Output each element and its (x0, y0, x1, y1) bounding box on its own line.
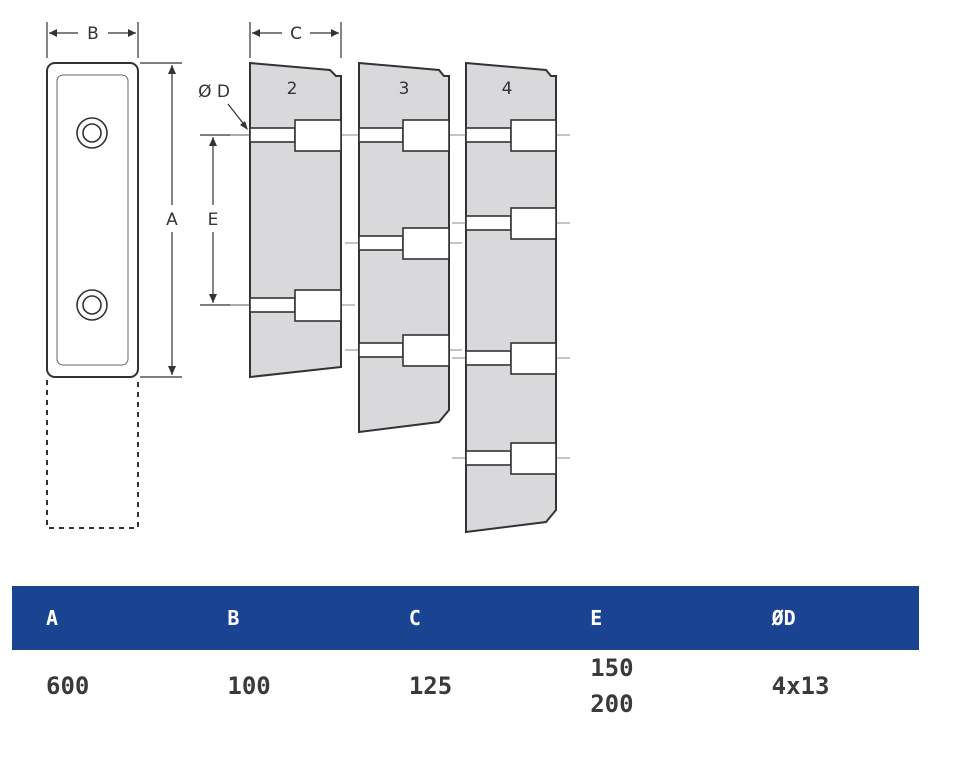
side-view-3-bolts: 3 (345, 61, 462, 434)
fender-drawing: B A E C Ø D 2 (46, 22, 570, 534)
header-d: ØD (771, 606, 796, 630)
table-header: A B C E ØD (12, 586, 919, 650)
dimensions-table: A B C E ØD 600 100 125 150 200 4x13 (12, 586, 919, 722)
block-label-4: 4 (502, 79, 513, 99)
value-c: 125 (375, 650, 556, 722)
block-label-2: 2 (287, 79, 298, 99)
dimension-c: C (249, 22, 342, 58)
value-c-text: 125 (408, 672, 453, 700)
value-e: 150 200 (556, 650, 737, 722)
header-b: B (227, 606, 240, 630)
value-e-second: 200 (590, 690, 634, 718)
bolt-hole-icon (76, 117, 108, 149)
dimension-label-d: Ø D (198, 82, 230, 102)
header-c: C (408, 606, 421, 630)
dimension-label-c: C (290, 24, 302, 44)
table-row: 600 100 125 150 200 4x13 (12, 650, 919, 722)
value-e-first: 150 (590, 654, 634, 682)
value-a: 600 (12, 650, 193, 722)
dimension-b: B (46, 22, 139, 58)
value-d: 4x13 (738, 650, 919, 722)
dimension-label-a: A (166, 210, 178, 230)
side-view-2-bolts: 2 (230, 61, 355, 379)
block-label-3: 3 (399, 79, 410, 99)
front-view (46, 62, 139, 529)
value-b-text: 100 (227, 672, 271, 700)
dimension-label-b: B (87, 24, 99, 44)
value-b: 100 (193, 650, 374, 722)
dimension-label-e: E (208, 210, 219, 230)
bolt-hole-icon (76, 289, 108, 321)
value-d-text: 4x13 (771, 672, 830, 700)
side-view-4-bolts: 4 (452, 61, 570, 534)
dimension-a: A (140, 62, 182, 378)
value-a-text: 600 (46, 672, 90, 700)
header-a: A (46, 606, 59, 630)
header-e: E (590, 606, 603, 630)
dimension-e: E (200, 134, 252, 306)
dimension-d: Ø D (198, 82, 248, 130)
